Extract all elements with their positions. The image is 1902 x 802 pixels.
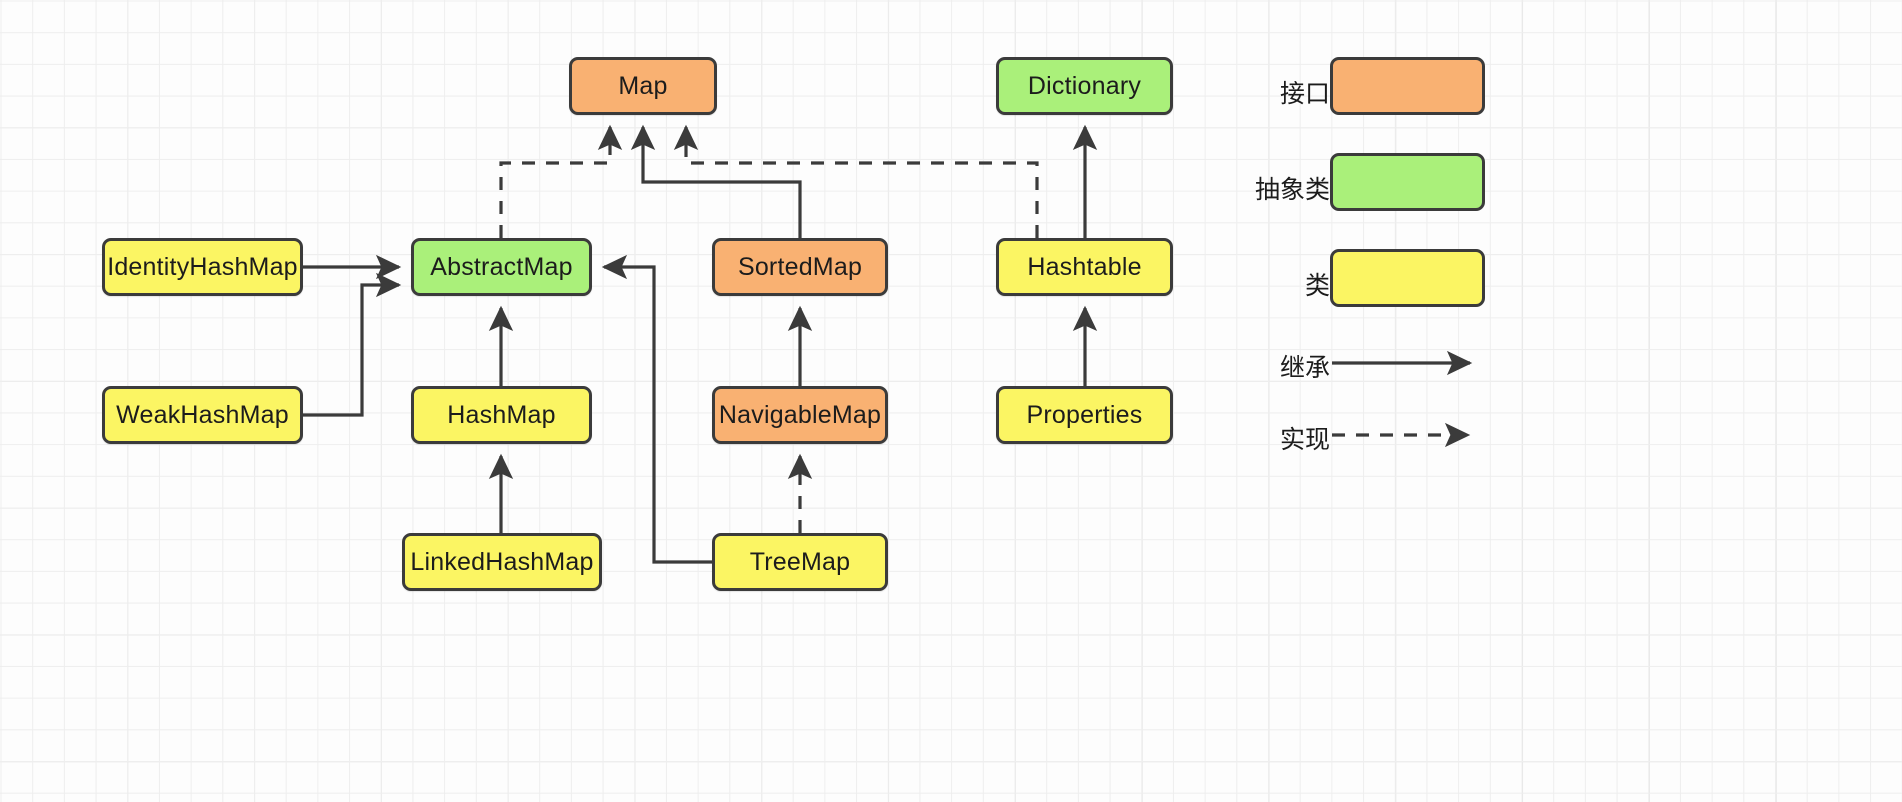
edge-treemap-extends-abstractmap	[601, 254, 712, 564]
node-weakhashmap[interactable]: WeakHashMap	[102, 386, 303, 444]
node-linkedhashmap[interactable]: LinkedHashMap	[402, 533, 602, 591]
node-map[interactable]: Map	[569, 57, 717, 115]
node-label: WeakHashMap	[116, 400, 289, 429]
node-label: Properties	[1026, 400, 1143, 429]
legend-label-interface: 接口	[1279, 80, 1330, 108]
node-navigablemap[interactable]: NavigableMap	[712, 386, 888, 444]
node-treemap[interactable]: TreeMap	[712, 533, 888, 591]
node-dictionary[interactable]: Dictionary	[996, 57, 1173, 115]
node-label: Hashtable	[1027, 252, 1142, 281]
legend-label-extends: 继承	[1279, 354, 1330, 382]
node-label: IdentityHashMap	[107, 252, 298, 281]
edge-abstractmap-implements-map	[499, 124, 623, 238]
node-label: AbstractMap	[430, 252, 573, 281]
node-label: SortedMap	[737, 252, 863, 281]
node-label: LinkedHashMap	[410, 547, 594, 576]
node-identityhashmap[interactable]: IdentityHashMap	[102, 238, 303, 296]
legend-swatch-abstract	[1330, 153, 1485, 211]
legend-label-abstract: 抽象类	[1254, 176, 1330, 204]
legend-label-class: 类	[1304, 272, 1330, 300]
node-label: Map	[618, 71, 668, 100]
legend-swatch-class	[1330, 249, 1485, 307]
legend-swatch-interface	[1330, 57, 1485, 115]
node-abstractmap[interactable]: AbstractMap	[411, 238, 592, 296]
node-label: TreeMap	[749, 547, 851, 576]
edge-sortedmap-extends-map	[630, 124, 802, 238]
node-hashmap[interactable]: HashMap	[411, 386, 592, 444]
node-properties[interactable]: Properties	[996, 386, 1173, 444]
edge-weakhashmap-extends-abstractmap	[303, 272, 402, 417]
node-sortedmap[interactable]: SortedMap	[712, 238, 888, 296]
legend-label-implements: 实现	[1279, 426, 1330, 454]
node-label: NavigableMap	[718, 400, 882, 429]
edge-hashtable-implements-map	[673, 124, 1039, 238]
node-hashtable[interactable]: Hashtable	[996, 238, 1173, 296]
node-label: HashMap	[447, 400, 556, 429]
node-label: Dictionary	[1027, 71, 1142, 100]
